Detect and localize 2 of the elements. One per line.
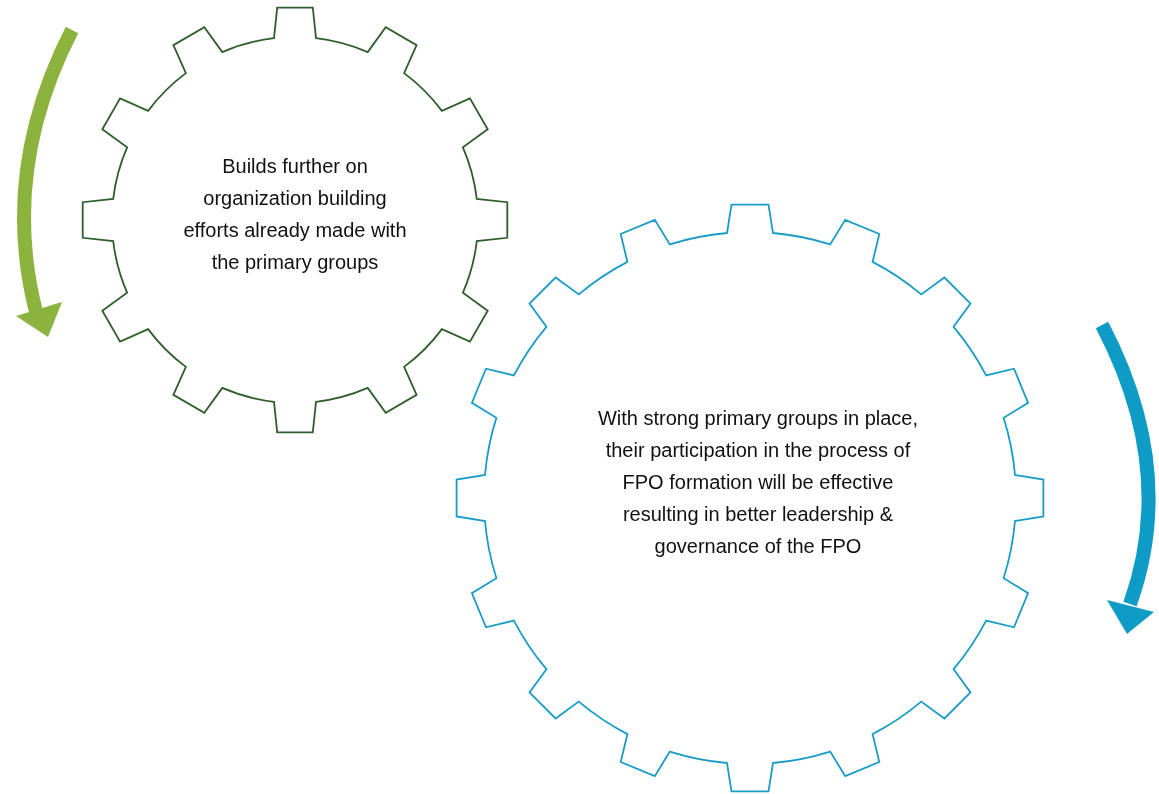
gear-text: With strong primary groups in place, their participation in the process of FPO formation will be effective resulting in better leadership & governance of the FPO bbox=[596, 406, 920, 559]
gear-text: Builds further on organization building efforts already made with the primary groups bbox=[182, 154, 408, 275]
